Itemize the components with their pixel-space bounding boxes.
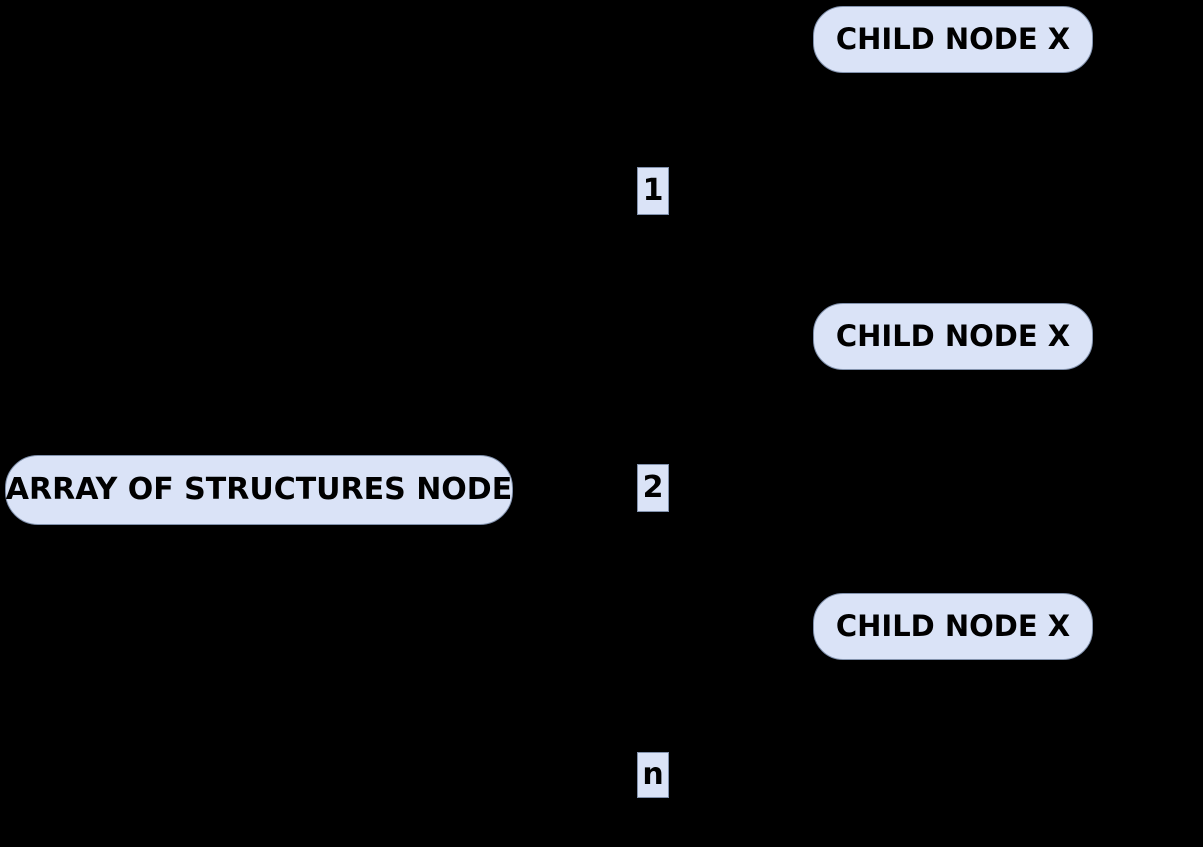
array-of-structures-node-label: ARRAY OF STRUCTURES NODE (5, 472, 513, 507)
edge-label-n-text: n (642, 757, 664, 792)
edge-label-1-to-child-1 (668, 44, 814, 186)
array-of-structures-node: ARRAY OF STRUCTURES NODE (5, 455, 513, 525)
edge-parent-to-label-1 (512, 194, 638, 479)
child-node-1: CHILD NODE X (813, 6, 1093, 73)
edge-parent-to-label-n (512, 501, 638, 773)
edge-label-2-text: 2 (642, 470, 664, 505)
child-node-3: CHILD NODE X (813, 593, 1093, 660)
edge-label-1: 1 (637, 167, 669, 215)
edge-label-1-text: 1 (642, 173, 664, 208)
edge-label-n: n (637, 752, 669, 798)
child-node-2: CHILD NODE X (813, 303, 1093, 370)
edge-label-n-to-child-3 (668, 634, 814, 766)
edge-label-2-to-child-2 (668, 344, 814, 481)
child-node-2-label: CHILD NODE X (835, 319, 1071, 353)
child-node-1-label: CHILD NODE X (835, 22, 1071, 56)
edge-parent-to-label-2 (512, 487, 638, 490)
child-node-3-label: CHILD NODE X (835, 609, 1071, 643)
edge-label-2: 2 (637, 464, 669, 512)
